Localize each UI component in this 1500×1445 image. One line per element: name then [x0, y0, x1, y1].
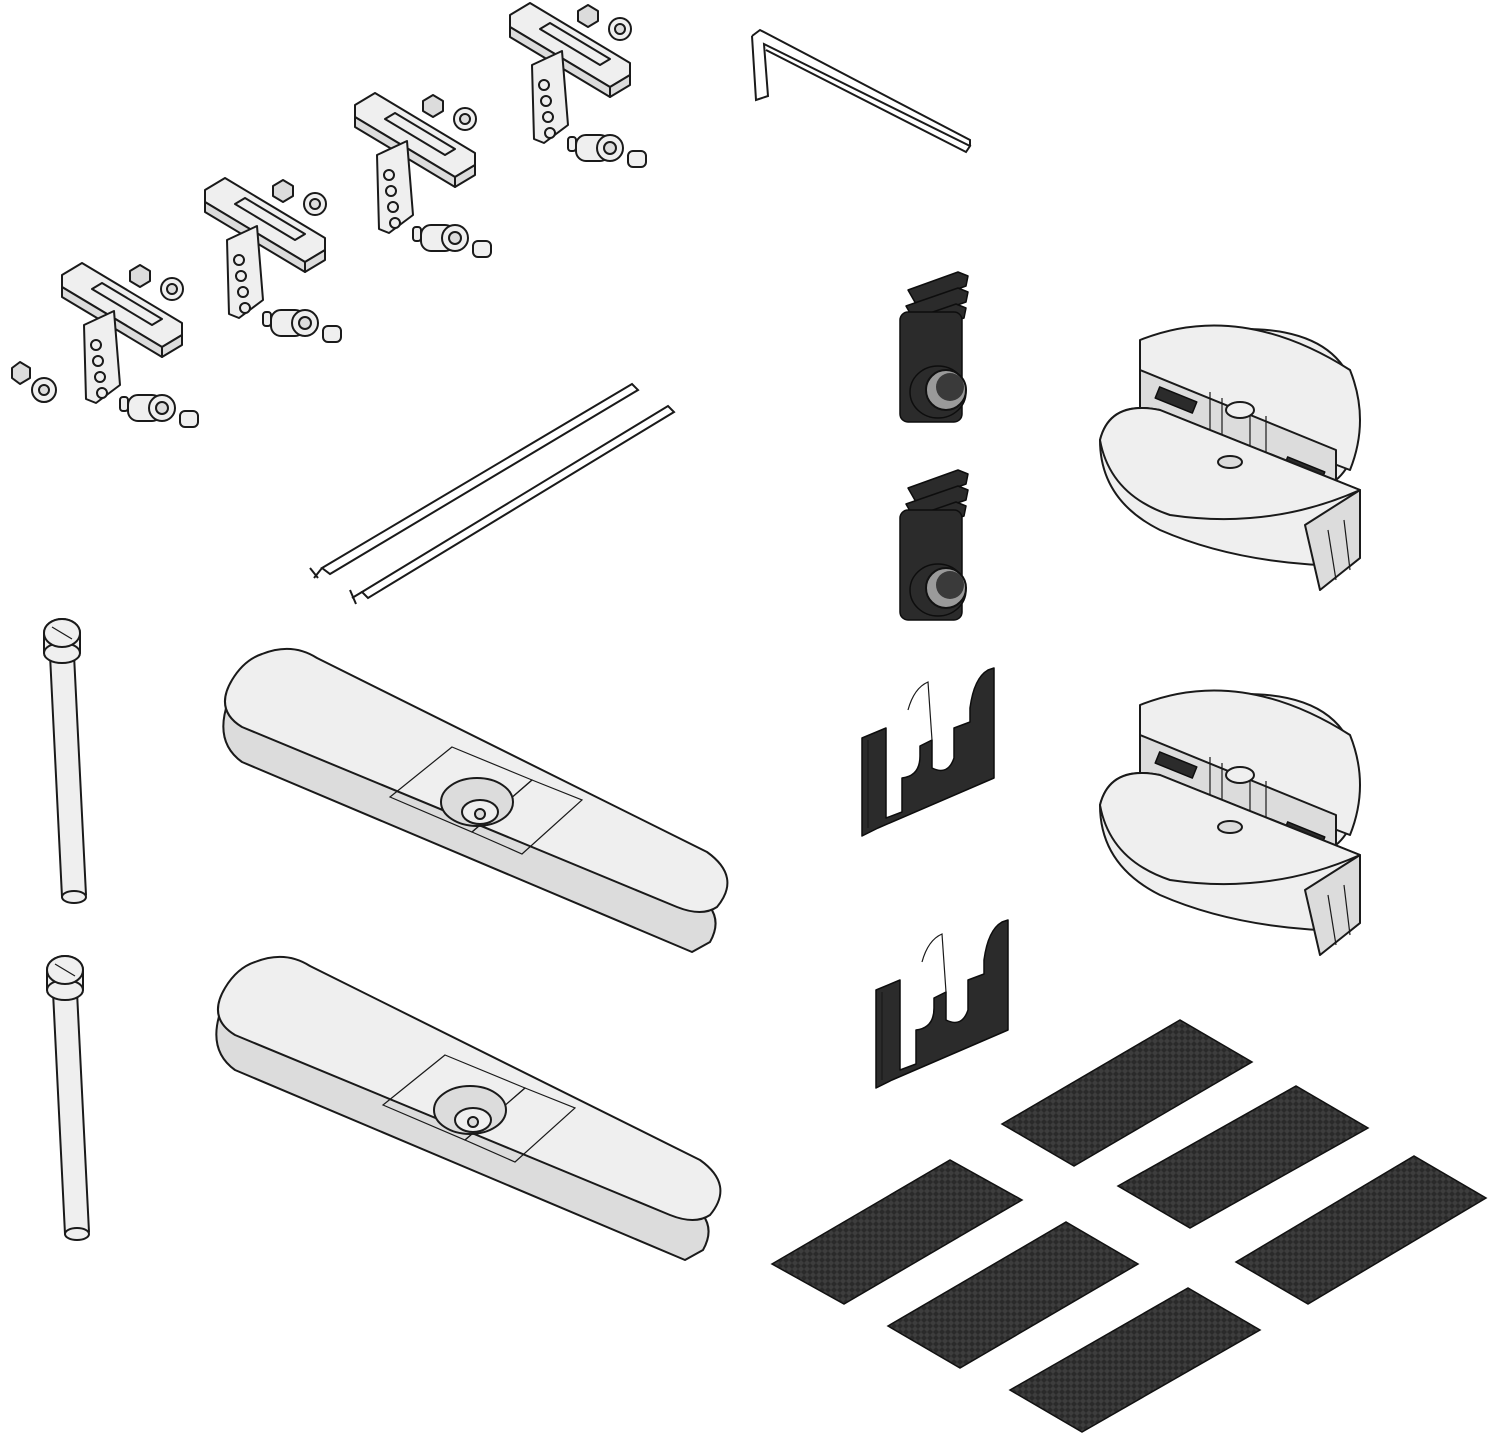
hex-nut	[11, 361, 31, 385]
pushrod-1	[309, 382, 640, 579]
control-horn-set-4	[509, 2, 647, 168]
control-horn-set-1	[11, 262, 199, 428]
latch-clip-1	[861, 667, 995, 837]
canopy-latch-2	[899, 469, 969, 621]
wing-bolt-1	[43, 618, 87, 904]
velcro-pad-2	[1116, 1085, 1370, 1229]
wing-bolt-plate-2	[215, 955, 722, 1261]
control-horn-set-3	[354, 92, 492, 258]
canopy-latch-1	[899, 271, 969, 423]
velcro-pad-1	[1000, 1019, 1254, 1167]
wing-bolt-2	[46, 955, 90, 1241]
velcro-pad-5	[886, 1221, 1140, 1369]
pushrod-2	[349, 404, 676, 605]
velcro-pad-3	[770, 1159, 1024, 1305]
wing-bolt-plate-1	[222, 647, 729, 953]
velcro-pad-6	[1008, 1287, 1262, 1433]
latch-clip-2	[875, 919, 1009, 1089]
allen-key	[751, 28, 972, 154]
velcro-pad-4	[1234, 1155, 1488, 1305]
velcro-pads	[770, 1019, 1488, 1433]
semicircle-mount-1	[1099, 324, 1361, 591]
semicircle-mount-2	[1099, 689, 1361, 956]
control-horn-set-2	[204, 177, 342, 343]
